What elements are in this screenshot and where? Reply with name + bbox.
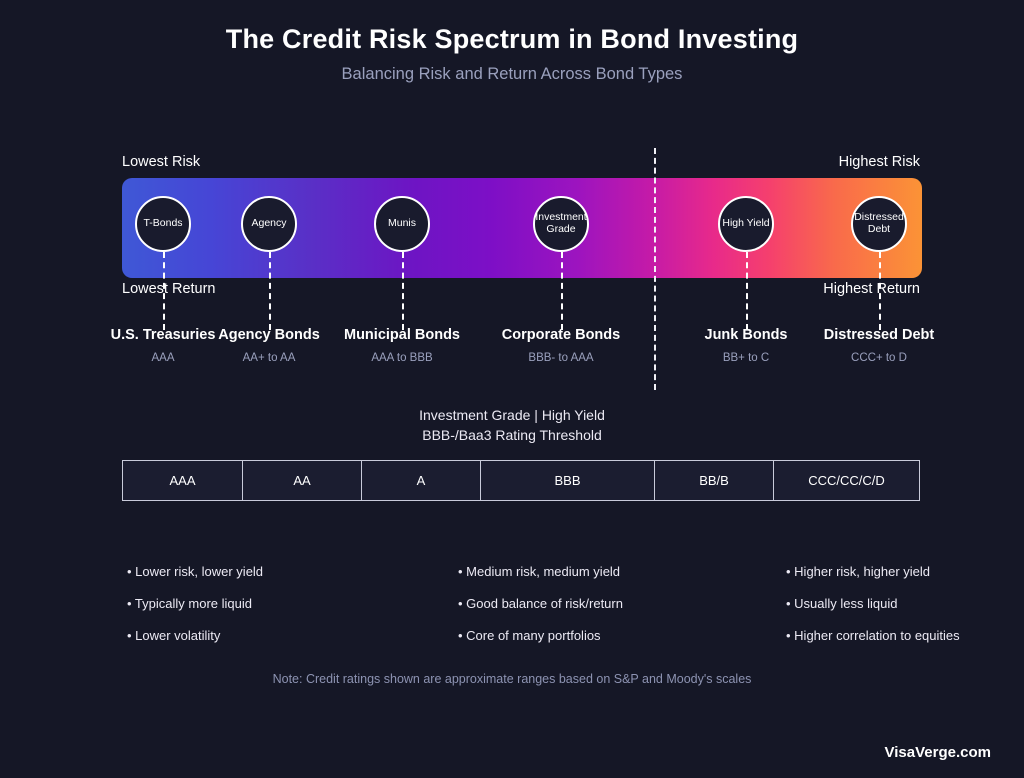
spectrum-node-circle-label: T-Bonds <box>143 217 183 230</box>
caption-highest-risk: Highest Risk <box>838 154 920 170</box>
bond-type-name: Corporate Bonds <box>501 327 621 343</box>
bond-type-name: Distressed Debt <box>823 327 935 343</box>
bullet-item: • Good balance of risk/return <box>458 596 623 611</box>
rating-scale-cell: CCC/CC/C/D <box>808 473 885 488</box>
rating-scale-cell: A <box>362 461 481 500</box>
caption-highest-return: Highest Return <box>823 281 920 297</box>
caption-lowest-return: Lowest Return <box>122 281 216 297</box>
bullet-item: • Lower volatility <box>127 628 221 643</box>
bond-type-name: Junk Bonds <box>704 327 788 343</box>
threshold-caption-line1: Investment Grade | High Yield <box>419 407 605 423</box>
bullet-column: • Higher risk, higher yield • Usually les… <box>786 565 960 661</box>
bond-credit-rating-range: BBB- to AAA <box>528 352 594 364</box>
investment-grade-threshold-line <box>654 148 656 390</box>
spectrum-node-circle-label: High Yield <box>722 217 770 230</box>
footnote: Note: Credit ratings shown are approxima… <box>272 672 752 686</box>
spectrum-node-dropline <box>879 252 881 330</box>
bond-credit-rating-range: AA+ to AA <box>242 352 296 364</box>
threshold-caption-line2: BBB-/Baa3 Rating Threshold <box>422 427 602 444</box>
caption-lowest-risk: Lowest Risk <box>122 154 201 170</box>
spectrum-node-circle-label: Distressed Debt <box>854 211 904 235</box>
bullet-item: • Medium risk, medium yield <box>458 564 621 579</box>
rating-scale-cell: AAA <box>123 461 243 500</box>
threshold-caption: Investment Grade | High Yield BBB-/Baa3 … <box>0 405 1024 446</box>
bond-credit-rating-range: AAA <box>151 352 175 364</box>
spectrum-node-circle[interactable]: Munis <box>374 196 430 252</box>
rating-scale-cell: BBB <box>481 461 655 500</box>
bullet-item: • Usually less liquid <box>786 596 898 611</box>
bond-type-name: U.S. Treasuries <box>110 327 216 343</box>
spectrum-node-circle[interactable]: T-Bonds <box>135 196 191 252</box>
page-title: The Credit Risk Spectrum in Bond Investi… <box>225 24 799 54</box>
characteristics-bullets: • Lower risk, lower yield • Typically mor… <box>0 565 1024 645</box>
bullet-column: • Lower risk, lower yield • Typically mor… <box>127 565 263 661</box>
bullet-item: • Higher risk, higher yield <box>786 564 930 579</box>
bond-credit-rating-range: BB+ to C <box>722 352 770 364</box>
spectrum-node-dropline <box>163 252 165 330</box>
spectrum-node-circle-label: Agency <box>251 217 287 230</box>
spectrum-node-dropline <box>269 252 271 330</box>
bond-type-name: Agency Bonds <box>218 327 320 343</box>
bond-type-name: Municipal Bonds <box>344 327 460 343</box>
spectrum-node-circle-label: Investment Grade <box>535 211 587 235</box>
spectrum-node-dropline <box>746 252 748 330</box>
brand-watermark: VisaVerge.com <box>884 744 991 761</box>
bond-credit-rating-range: CCC+ to D <box>851 352 907 364</box>
bullet-item: • Typically more liquid <box>127 596 252 611</box>
page-subtitle: Balancing Risk and Return Across Bond Ty… <box>341 65 683 83</box>
spectrum-node-circle[interactable]: High Yield <box>718 196 774 252</box>
spectrum-node-circle[interactable]: Distressed Debt <box>851 196 907 252</box>
bullet-item: • Core of many portfolios <box>458 628 601 643</box>
spectrum-node-circle-label: Munis <box>387 217 416 230</box>
spectrum-node-circle[interactable]: Investment Grade <box>533 196 589 252</box>
bullet-item: • Higher correlation to equities <box>786 628 960 643</box>
bond-credit-rating-range: AAA to BBB <box>371 352 433 364</box>
rating-scale-cell: BB/B <box>655 461 774 500</box>
rating-scale-cell: AA <box>243 461 362 500</box>
spectrum-node-circle[interactable]: Agency <box>241 196 297 252</box>
bullet-item: • Lower risk, lower yield <box>127 564 264 579</box>
bullet-column: • Medium risk, medium yield • Good balanc… <box>458 565 623 661</box>
spectrum-node-dropline <box>561 252 563 330</box>
spectrum-node-dropline <box>402 252 404 330</box>
